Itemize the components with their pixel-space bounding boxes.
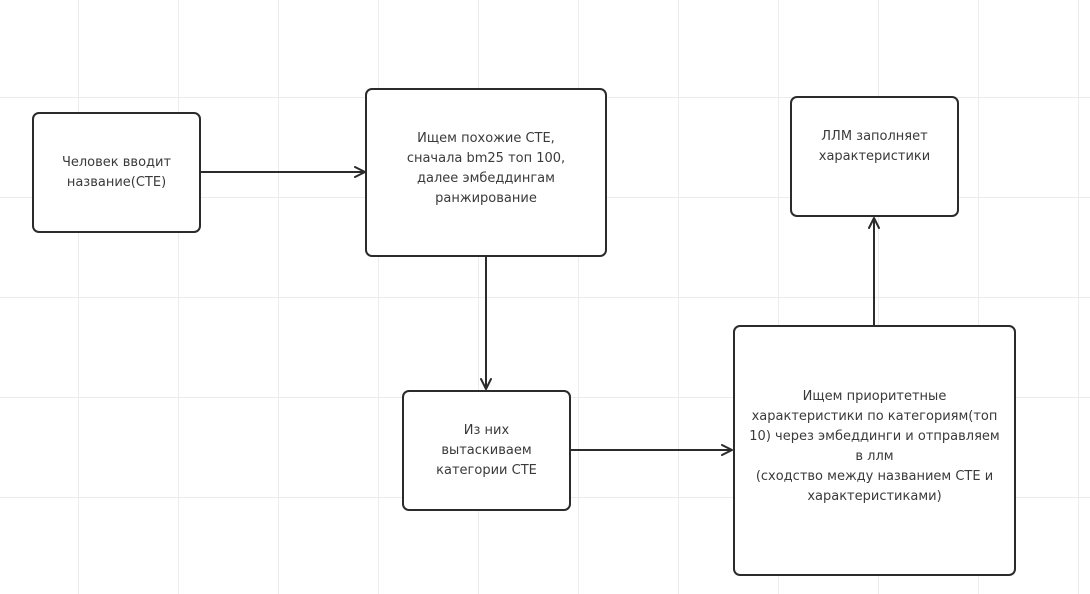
node-priority-characteristics-label: Ищем приоритетные характеристики по кате… [749,388,1000,504]
node-extract-categories-label: Из них вытаскиваем категории СТЕ [436,422,537,478]
node-enter-name[interactable]: Человек вводит название(СТЕ) [32,112,201,233]
node-search-similar-label: Ищем похожие СТЕ, сначала bm25 топ 100, … [406,130,566,206]
node-llm-fills[interactable]: ЛЛМ заполняет характеристики [790,96,959,217]
node-llm-fills-label: ЛЛМ заполняет характеристики [818,128,931,164]
node-search-similar[interactable]: Ищем похожие СТЕ, сначала bm25 топ 100, … [365,88,607,257]
node-extract-categories[interactable]: Из них вытаскиваем категории СТЕ [402,390,571,511]
node-enter-name-label: Человек вводит название(СТЕ) [61,154,172,190]
node-priority-characteristics[interactable]: Ищем приоритетные характеристики по кате… [733,325,1016,576]
